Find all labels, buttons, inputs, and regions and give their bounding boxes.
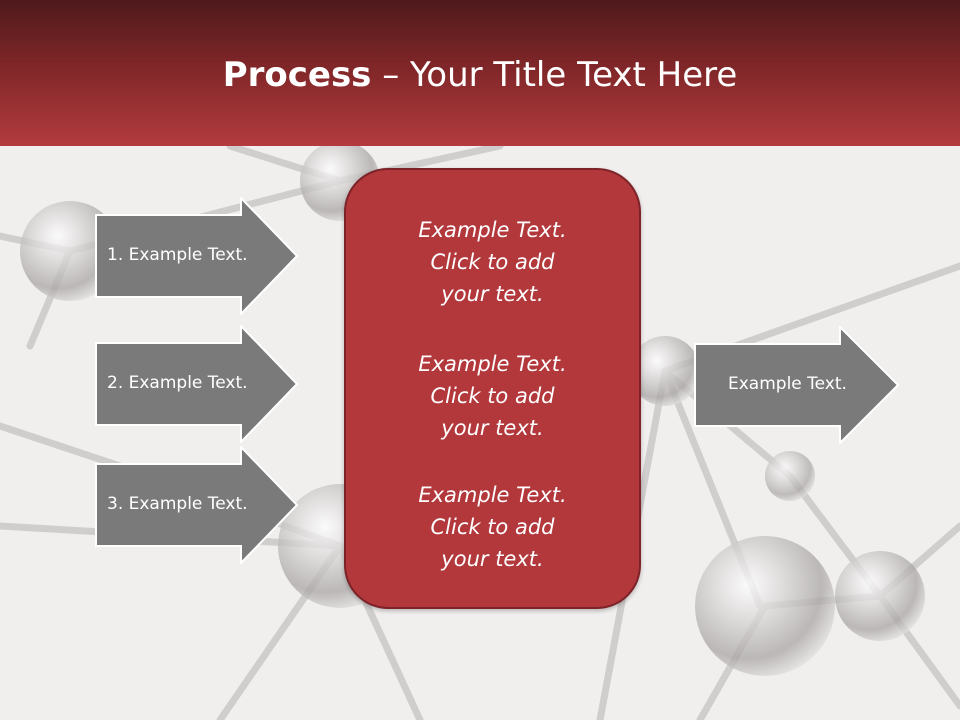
left-arrow-1[interactable] [95, 197, 299, 315]
center-text-box[interactable]: Example Text. Click to add your text. Ex… [344, 168, 641, 609]
center-block-1: Example Text. Click to add your text. [346, 214, 639, 310]
left-arrow-3[interactable] [95, 446, 299, 564]
left-arrow-3-label: 3. Example Text. [107, 494, 248, 514]
center-block-1-line-1: Example Text. [418, 218, 567, 242]
title-rest: – Your Title Text Here [371, 55, 738, 95]
center-block-2-line-3: your text. [441, 416, 544, 440]
center-block-1-line-2: Click to add [430, 250, 555, 274]
center-block-3-line-1: Example Text. [418, 483, 567, 507]
center-block-2: Example Text. Click to add your text. [346, 348, 639, 444]
left-arrow-1-label: 1. Example Text. [107, 245, 248, 265]
left-arrow-2-label: 2. Example Text. [107, 373, 248, 393]
slide-title[interactable]: Process – Your Title Text Here [0, 50, 960, 100]
right-arrow-label: Example Text. [728, 374, 847, 394]
center-block-3-line-3: your text. [441, 547, 544, 571]
center-block-2-line-1: Example Text. [418, 352, 567, 376]
title-bold: Process [222, 55, 372, 95]
center-block-3: Example Text. Click to add your text. [346, 479, 639, 575]
right-arrow[interactable] [694, 326, 900, 444]
left-arrow-2[interactable] [95, 325, 299, 443]
center-block-3-line-2: Click to add [430, 515, 555, 539]
center-block-2-line-2: Click to add [430, 384, 555, 408]
center-block-1-line-3: your text. [441, 282, 544, 306]
title-bar: Process – Your Title Text Here [0, 0, 960, 146]
